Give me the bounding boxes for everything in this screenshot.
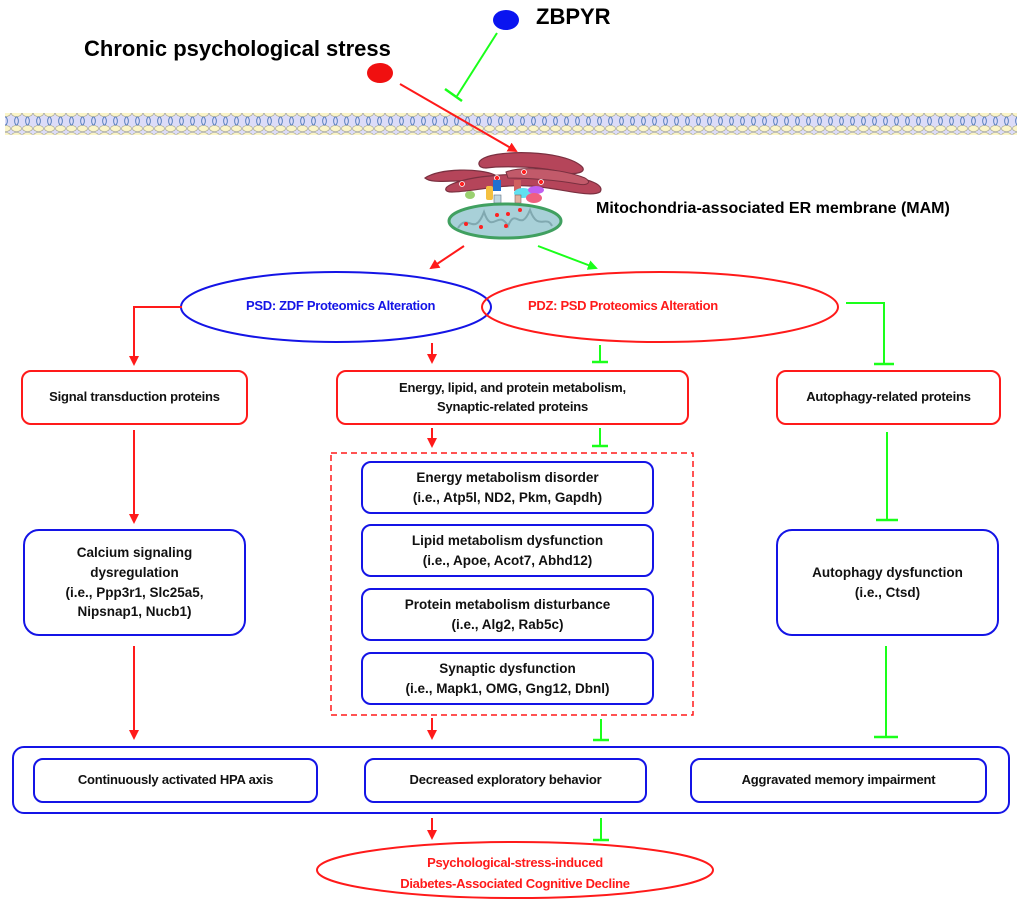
exploratory-behavior-label: Decreased exploratory behavior xyxy=(409,772,602,788)
pdz-to-autophagy-inhibit xyxy=(846,302,885,364)
lipid-genes: (i.e., Apoe, Acot7, Abhd12) xyxy=(422,552,593,568)
zbpyr-dot-icon xyxy=(493,10,519,30)
hpa-axis-box: Continuously activated HPA axis xyxy=(33,758,318,803)
calcium-line2: dysregulation xyxy=(90,564,179,580)
protein-title: Protein metabolism disturbance xyxy=(404,596,611,612)
calcium-line3: (i.e., Ppp3r1, Slc25a5, xyxy=(65,584,204,600)
autophagy-related-label: Autophagy-related proteins xyxy=(806,389,971,405)
cell-membrane xyxy=(5,113,1017,135)
metabolism-group-frame xyxy=(330,452,694,716)
synaptic-genes: (i.e., Mapk1, OMG, Gng12, Dbnl) xyxy=(405,680,610,696)
hpa-axis-label: Continuously activated HPA axis xyxy=(77,772,274,788)
signal-transduction-box: Signal transduction proteins xyxy=(21,370,248,425)
final-outcome-ellipse xyxy=(316,841,714,899)
protein-genes: (i.e., Alg2, Rab5c) xyxy=(451,616,564,632)
psd-to-signal-arrow xyxy=(129,306,182,366)
zbpyr-label: ZBPYR xyxy=(536,4,611,29)
metabolism-label-line2: Synaptic-related proteins xyxy=(436,398,589,414)
autophagy-related-box: Autophagy-related proteins xyxy=(776,370,1001,425)
autophagy-dysfunction-title: Autophagy dysfunction xyxy=(812,564,963,580)
final-outcome-line1: Psychological-stress-induced xyxy=(427,855,603,870)
pdz-ellipse xyxy=(481,271,839,343)
exploratory-behavior-box: Decreased exploratory behavior xyxy=(364,758,647,803)
metabolism-synaptic-box: Energy, lipid, and protein metabolism, S… xyxy=(336,370,689,425)
zbpyr-inhibit-line xyxy=(456,32,498,97)
calcium-signaling-box: Calcium signaling dysregulation (i.e., P… xyxy=(23,529,246,636)
mam-to-pdz-arrow xyxy=(537,245,598,270)
pdz-ellipse-label: PDZ: PSD Proteomics Alteration xyxy=(528,298,718,313)
mam-label: Mitochondria-associated ER membrane (MAM… xyxy=(596,200,950,217)
mam-to-psd-arrow xyxy=(429,245,465,270)
energy-title: Energy metabolism disorder xyxy=(416,469,599,485)
stress-arrow xyxy=(399,83,518,153)
calcium-line1: Calcium signaling xyxy=(76,545,193,561)
autophagy-dysfunction-genes: (i.e., Ctsd) xyxy=(854,584,921,600)
synaptic-title: Synaptic dysfunction xyxy=(439,660,576,676)
lipid-metabolism-box: Lipid metabolism dysfunction (i.e., Apoe… xyxy=(361,524,654,577)
autophagy-dysfunction-box: Autophagy dysfunction (i.e., Ctsd) xyxy=(776,529,999,636)
final-outcome-line2: Diabetes-Associated Cognitive Decline xyxy=(400,876,630,891)
synaptic-dysfunction-box: Synaptic dysfunction (i.e., Mapk1, OMG, … xyxy=(361,652,654,705)
calcium-line4: Nipsnap1, Nucb1) xyxy=(77,604,192,620)
stress-dot-icon xyxy=(367,63,393,83)
energy-genes: (i.e., Atp5l, ND2, Pkm, Gapdh) xyxy=(412,489,603,505)
protein-metabolism-box: Protein metabolism disturbance (i.e., Al… xyxy=(361,588,654,641)
signal-transduction-label: Signal transduction proteins xyxy=(49,389,220,405)
zbpyr-inhibit-bar xyxy=(444,87,463,103)
metabolism-label-line1: Energy, lipid, and protein metabolism, xyxy=(399,379,626,395)
energy-metabolism-box: Energy metabolism disorder (i.e., Atp5l,… xyxy=(361,461,654,514)
mam-organelle-icon xyxy=(424,152,602,240)
psd-ellipse-label: PSD: ZDF Proteomics Alteration xyxy=(246,298,436,313)
stressor-label: Chronic psychological stress xyxy=(84,36,391,61)
memory-impairment-box: Aggravated memory impairment xyxy=(690,758,987,803)
lipid-title: Lipid metabolism dysfunction xyxy=(411,532,604,548)
memory-impairment-label: Aggravated memory impairment xyxy=(741,772,936,788)
